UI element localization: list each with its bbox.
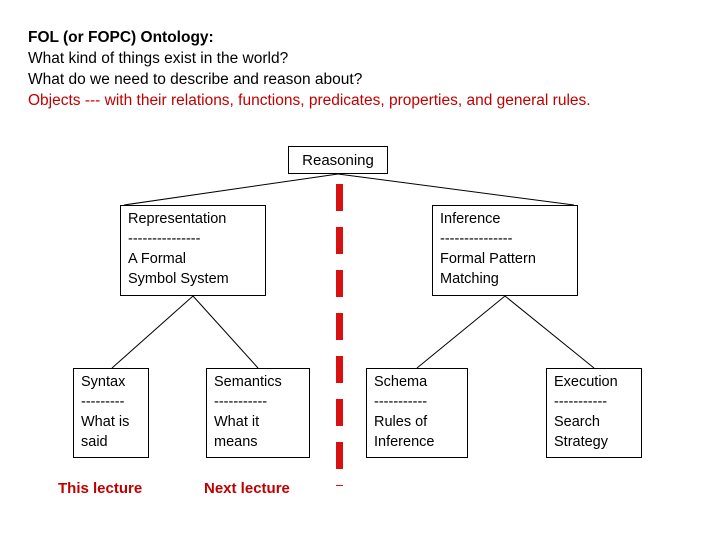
- header-line-answer: Objects --- with their relations, functi…: [28, 92, 591, 109]
- header-line-question-2: What do we need to describe and reason a…: [28, 71, 363, 88]
- node-inference-body-2: Matching: [440, 271, 499, 287]
- edge-inference-execution: [504, 295, 595, 369]
- node-inference-title: Inference: [440, 211, 501, 227]
- node-representation-body-2: Symbol System: [128, 271, 229, 287]
- node-semantics-title: Semantics: [214, 374, 282, 390]
- node-inference-rule: ---------------: [440, 231, 513, 247]
- node-semantics-body-1: What it: [214, 414, 260, 430]
- node-execution-body-1: Search: [554, 414, 600, 430]
- node-execution-title: Execution: [554, 374, 618, 390]
- red-dashed-divider: [336, 184, 343, 486]
- label-next-lecture: Next lecture: [204, 480, 290, 497]
- node-syntax-body-2: said: [81, 434, 108, 450]
- node-execution-body-2: Strategy: [554, 434, 608, 450]
- node-reasoning[interactable]: Reasoning: [288, 146, 388, 174]
- header-line-question-1: What kind of things exist in the world?: [28, 50, 289, 67]
- node-schema-body-1: Rules of: [374, 414, 428, 430]
- header-line-title: FOL (or FOPC) Ontology:: [28, 29, 214, 46]
- header-text-block: FOL (or FOPC) Ontology: What kind of thi…: [28, 27, 698, 111]
- node-schema-body-2: Inference: [374, 434, 435, 450]
- edge-representation-semantics: [192, 295, 259, 369]
- node-schema[interactable]: Schema ----------- Rules of Inference: [366, 368, 468, 458]
- node-syntax[interactable]: Syntax --------- What is said: [73, 368, 149, 458]
- node-representation-body-1: A Formal: [128, 251, 187, 267]
- node-schema-rule: -----------: [374, 394, 428, 410]
- node-representation[interactable]: Representation --------------- A Formal …: [120, 205, 266, 296]
- edge-inference-schema: [416, 295, 506, 369]
- node-reasoning-title: Reasoning: [302, 152, 374, 169]
- node-representation-title: Representation: [128, 211, 227, 227]
- edge-representation-syntax: [111, 295, 194, 369]
- node-representation-rule: ---------------: [128, 231, 201, 247]
- node-execution-rule: -----------: [554, 394, 608, 410]
- node-inference[interactable]: Inference --------------- Formal Pattern…: [432, 205, 578, 296]
- node-inference-body-1: Formal Pattern: [440, 251, 536, 267]
- node-syntax-rule: ---------: [81, 394, 125, 410]
- node-semantics-rule: -----------: [214, 394, 268, 410]
- edge-reasoning-inference: [337, 173, 575, 206]
- node-execution[interactable]: Execution ----------- Search Strategy: [546, 368, 642, 458]
- node-syntax-body-1: What is: [81, 414, 130, 430]
- node-syntax-title: Syntax: [81, 374, 126, 390]
- node-schema-title: Schema: [374, 374, 428, 390]
- node-semantics[interactable]: Semantics ----------- What it means: [206, 368, 310, 458]
- edge-reasoning-representation: [123, 173, 339, 206]
- label-this-lecture: This lecture: [58, 480, 143, 497]
- node-semantics-body-2: means: [214, 434, 258, 450]
